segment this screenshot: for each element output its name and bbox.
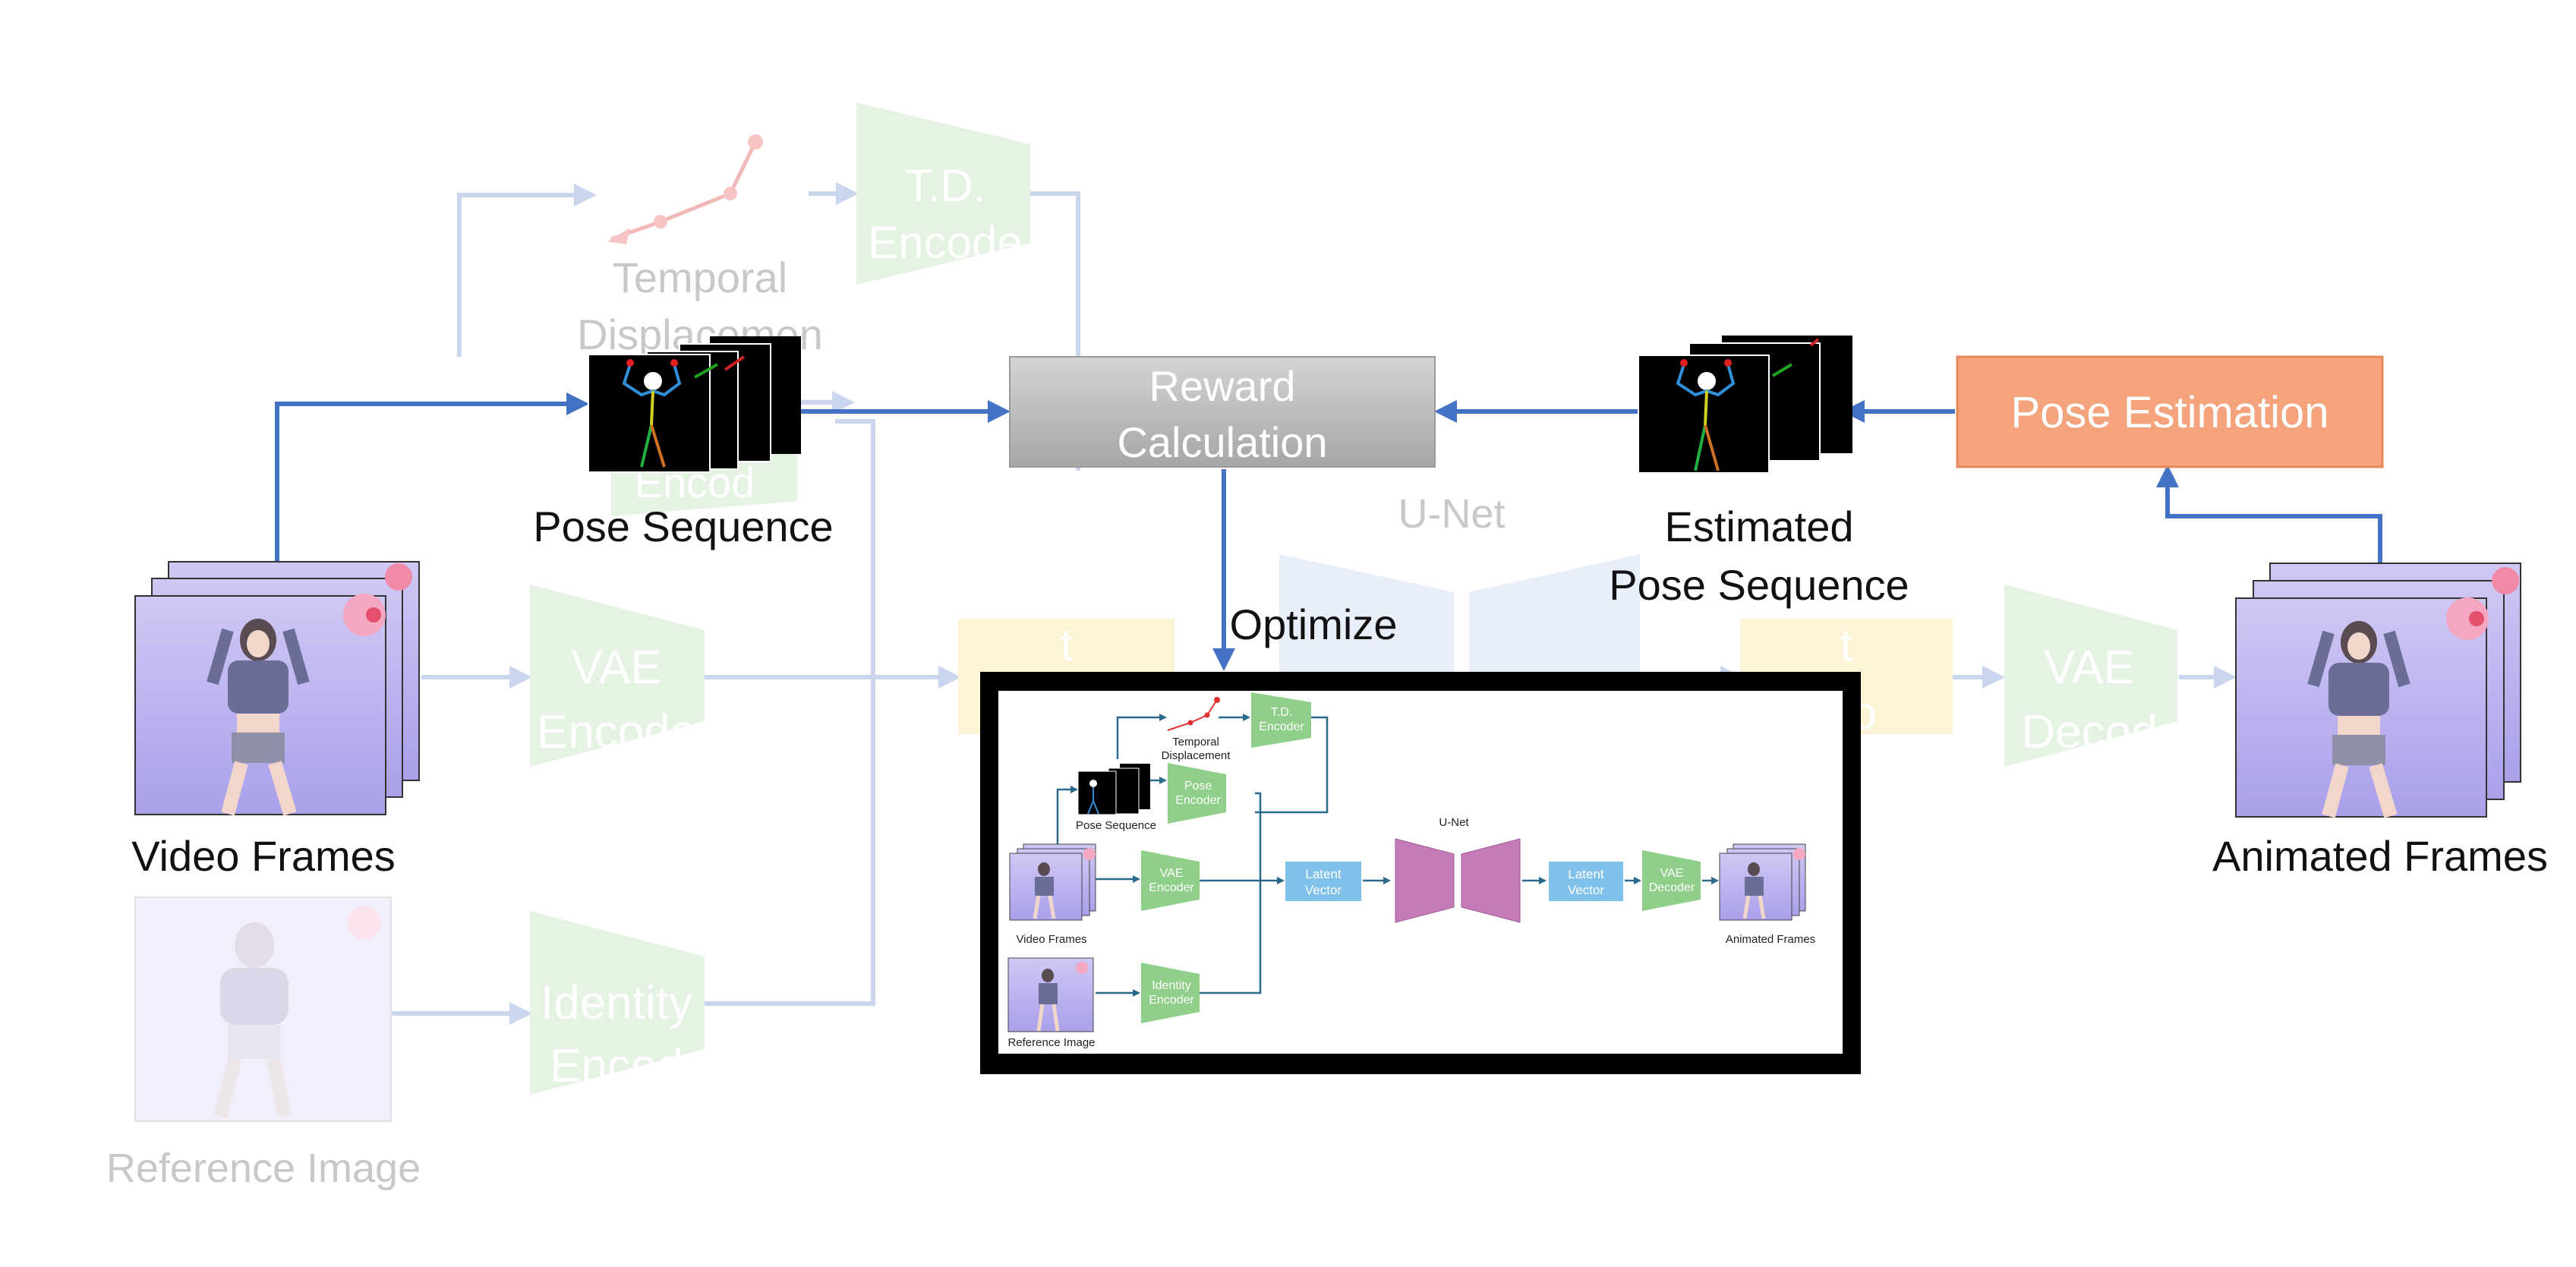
- pose-sequence-stack: [588, 336, 801, 473]
- svg-text:Pose: Pose: [1184, 780, 1212, 793]
- svg-text:Encode: Encode: [537, 706, 696, 758]
- svg-text:Vector: Vector: [1305, 883, 1342, 897]
- reference-image-label: Reference Image: [106, 1146, 421, 1191]
- skeleton-icon: [622, 359, 682, 468]
- svg-text:Decod: Decod: [2021, 706, 2157, 758]
- svg-text:U-Net: U-Net: [1439, 816, 1469, 829]
- inset-animated-frames-stack: [1719, 843, 1806, 921]
- inset-diagram: Temporal Displacement T.D. Encoder Pose …: [980, 672, 1861, 1074]
- svg-text:VAE: VAE: [1160, 867, 1184, 880]
- animated-frames-stack: [2235, 563, 2521, 818]
- pose-estimation-box: [1956, 355, 2384, 468]
- svg-text:Reference Image: Reference Image: [1007, 1036, 1095, 1049]
- animated-frames-label: Animated Frames: [2212, 832, 2548, 880]
- svg-text:VAE: VAE: [571, 641, 661, 694]
- animated-dancer-figure: [2307, 621, 2410, 818]
- inset-latent-vector-2: [1549, 862, 1623, 901]
- svg-text:Encoder: Encoder: [1149, 881, 1194, 894]
- svg-text:Vector: Vector: [1568, 883, 1605, 897]
- inset-pose-encoder: [1168, 763, 1226, 824]
- video-frames-label: Video Frames: [131, 832, 396, 880]
- svg-text:Encoder: Encoder: [1259, 720, 1304, 733]
- arrow-animated-to-estimation: [2156, 465, 2382, 563]
- faded-temporal-label: Temporal: [613, 254, 787, 301]
- faded-unet-left: [1279, 554, 1454, 679]
- faded-reference-image: [134, 897, 392, 1122]
- reward-label-line2: Calculation: [1117, 418, 1327, 466]
- dancer-figure: [207, 619, 310, 816]
- inset-reference-image: [1007, 957, 1094, 1032]
- svg-text:Encoder: Encoder: [1175, 794, 1221, 807]
- faded-td-encoder: [856, 102, 1030, 285]
- faded-layer: Temporal Displacemen T.D. Encode Encod V…: [106, 102, 2237, 1191]
- svg-text:Identity: Identity: [541, 977, 692, 1029]
- arrow-frames-to-pose: [275, 392, 589, 563]
- svg-text:VAE: VAE: [1660, 867, 1684, 880]
- svg-text:Latent: Latent: [1305, 867, 1342, 881]
- faded-temporal-displacement-icon: [607, 134, 763, 244]
- svg-text:VAE: VAE: [2044, 641, 2134, 694]
- svg-text:Latent: Latent: [1568, 867, 1604, 881]
- inset-unet-left: [1395, 838, 1455, 923]
- inset-identity-encoder: [1141, 963, 1200, 1023]
- estimated-pose-sequence-stack: [1638, 336, 1852, 474]
- faded-unet-label: U-Net: [1398, 491, 1505, 537]
- svg-text:Identity: Identity: [1152, 979, 1191, 992]
- reward-label-line1: Reward: [1149, 362, 1296, 410]
- svg-text:Video Frames: Video Frames: [1016, 933, 1086, 946]
- svg-text:Pose Sequence: Pose Sequence: [1076, 819, 1156, 832]
- inset-unet-right: [1461, 838, 1521, 923]
- inset-latent-vector-1: [1285, 862, 1361, 901]
- optimize-label: Optimize: [1230, 600, 1398, 648]
- inset-video-frames-stack: [1009, 843, 1096, 921]
- svg-text:T.D.: T.D.: [1271, 706, 1292, 719]
- inset-pose-sequence-stack: [1077, 764, 1150, 815]
- inset-temporal-displacement-icon: [1167, 697, 1220, 731]
- video-frames-stack: [134, 561, 420, 816]
- svg-text:t: t: [1061, 619, 1074, 670]
- inset-td-encoder: [1251, 692, 1311, 748]
- reward-calculation-box: [1009, 356, 1436, 468]
- faded-identity-encoder: [530, 911, 705, 1095]
- inset-vae-encoder: [1141, 850, 1200, 911]
- faded-unet-right: [1469, 554, 1640, 679]
- estimated-label-line2: Pose Sequence: [1609, 561, 1909, 609]
- svg-text:Encod: Encod: [550, 1040, 683, 1092]
- svg-text:Encoder: Encoder: [1149, 994, 1194, 1007]
- svg-text:Animated Frames: Animated Frames: [1726, 933, 1815, 946]
- pose-estimation-label: Pose Estimation: [2010, 388, 2328, 437]
- svg-text:Temporal: Temporal: [1172, 736, 1219, 749]
- svg-text:T.D.: T.D.: [905, 160, 986, 211]
- svg-text:Encode: Encode: [868, 217, 1023, 268]
- estimated-skeleton-icon: [1676, 359, 1736, 471]
- estimated-label-line1: Estimated: [1665, 503, 1854, 550]
- faded-vae-decoder: [2004, 585, 2177, 767]
- svg-text:t: t: [1840, 619, 1853, 670]
- pose-sequence-label: Pose Sequence: [533, 503, 833, 550]
- svg-text:Decoder: Decoder: [1649, 881, 1695, 894]
- faded-vae-encoder: [530, 585, 705, 767]
- inset-vae-decoder: [1642, 850, 1701, 911]
- svg-text:Displacement: Displacement: [1162, 749, 1231, 762]
